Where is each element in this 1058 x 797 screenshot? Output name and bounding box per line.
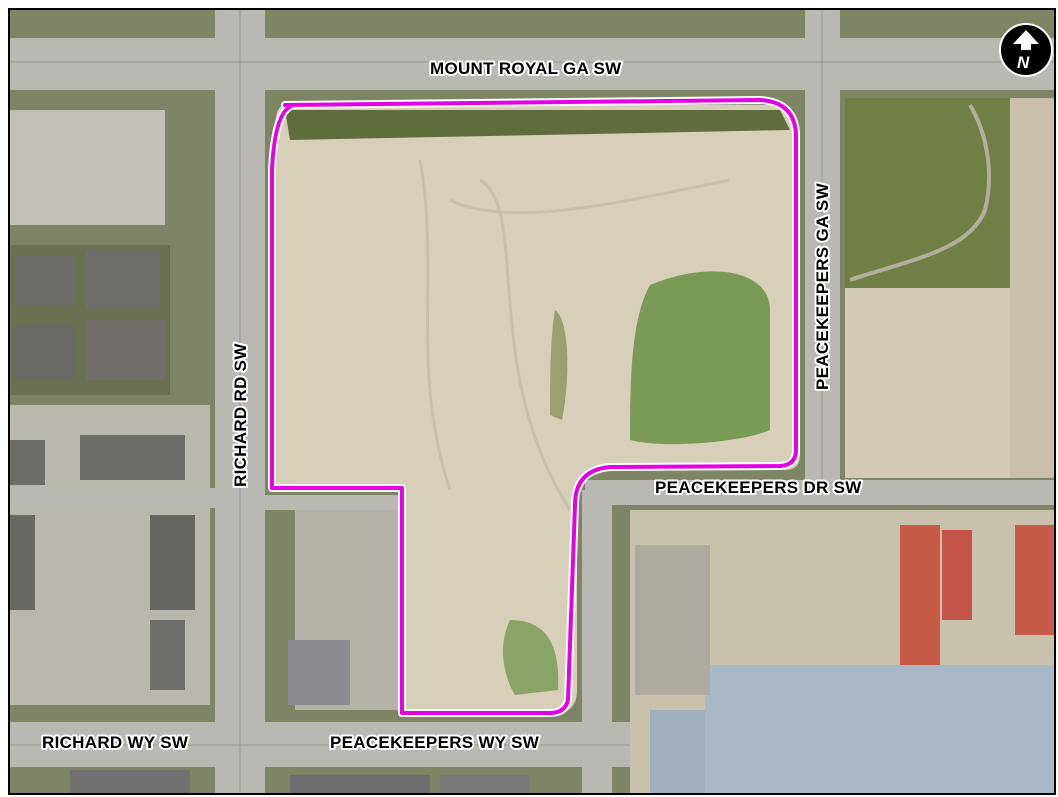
park-grass	[845, 98, 1010, 288]
cleared-lot-east	[1010, 98, 1054, 478]
street-label-richard-wy: RICHARD WY SW	[42, 733, 189, 752]
site-boundary[interactable]	[270, 98, 798, 715]
lane-lines	[10, 10, 1054, 793]
street-label-mount-royal-ga: MOUNT ROYAL GA SW	[430, 59, 622, 78]
street-label-peacekeepers-wy: PEACEKEEPERS WY SW	[330, 733, 540, 752]
roof	[150, 515, 195, 610]
road-peacekeepers-dr	[585, 480, 1054, 505]
red-roof-building	[900, 525, 940, 665]
roof	[440, 775, 530, 793]
map-frame: MOUNT ROYAL GA SW PEACEKEEPERS GA SW RIC…	[8, 8, 1056, 795]
roof	[85, 320, 165, 380]
red-roof-building	[1015, 525, 1054, 635]
road-local	[265, 495, 405, 510]
roof	[85, 250, 160, 310]
roof	[290, 775, 430, 793]
roof	[80, 435, 185, 480]
street-label-peacekeepers-dr: PEACEKEEPERS DR SW	[655, 478, 862, 497]
parking-lot-industrial	[635, 545, 710, 695]
roof	[10, 440, 45, 485]
aerial-map[interactable]: MOUNT ROYAL GA SW PEACEKEEPERS GA SW RIC…	[10, 10, 1054, 793]
north-letter: N	[1017, 53, 1030, 72]
pond-small	[503, 620, 559, 695]
park-path	[849, 103, 992, 282]
roof	[288, 640, 350, 705]
road-mount-royal	[10, 38, 1054, 90]
swale	[550, 310, 568, 420]
roof	[150, 620, 185, 690]
grading-line	[449, 178, 731, 215]
pond	[630, 271, 770, 445]
grading-line	[418, 159, 452, 491]
red-roof-building	[942, 530, 972, 620]
warehouse-roof	[650, 710, 705, 793]
roof	[15, 255, 75, 305]
roof	[70, 770, 190, 793]
north-arrow-icon: N	[999, 23, 1053, 77]
road-local	[10, 488, 215, 508]
parking-lot-west	[10, 110, 165, 225]
street-label-richard-rd: RICHARD RD SW	[231, 343, 250, 487]
street-label-peacekeepers-ga: PEACEKEEPERS GA SW	[813, 182, 832, 390]
grading-line	[479, 178, 572, 511]
cleared-land	[275, 105, 800, 713]
roof	[10, 515, 35, 610]
warehouse-roof	[705, 665, 1054, 793]
tree-strip	[285, 110, 790, 140]
parking-lot-east	[845, 288, 1010, 478]
roof	[15, 325, 75, 380]
